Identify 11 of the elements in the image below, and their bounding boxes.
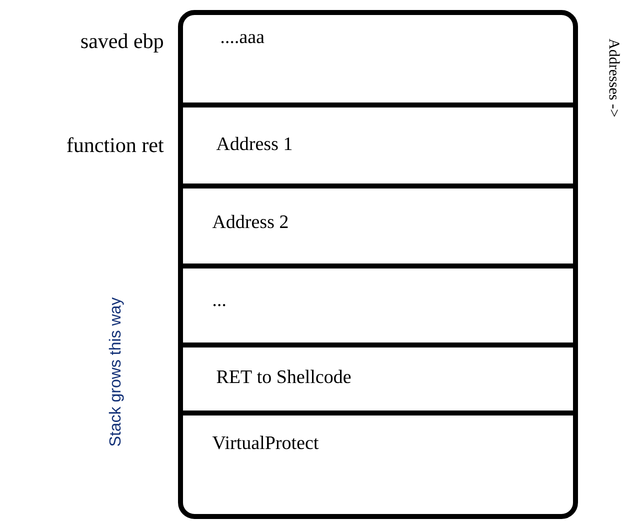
stack-cell: Address 1 xyxy=(216,136,292,150)
stack-cell: ....aaa xyxy=(221,34,264,44)
side-label: saved ebp xyxy=(81,33,163,52)
side-label: function ret xyxy=(67,137,164,152)
stack-cell: Address 2 xyxy=(212,214,288,228)
stack-cell: VirtualProtect xyxy=(212,436,319,450)
stack-cell: RET to Shellcode xyxy=(216,370,351,384)
stack-frame xyxy=(178,10,578,519)
axis-label: Addresses -> xyxy=(609,38,620,117)
axis-label: Stack grows this way xyxy=(108,297,124,446)
stack-cell: ... xyxy=(213,304,226,306)
